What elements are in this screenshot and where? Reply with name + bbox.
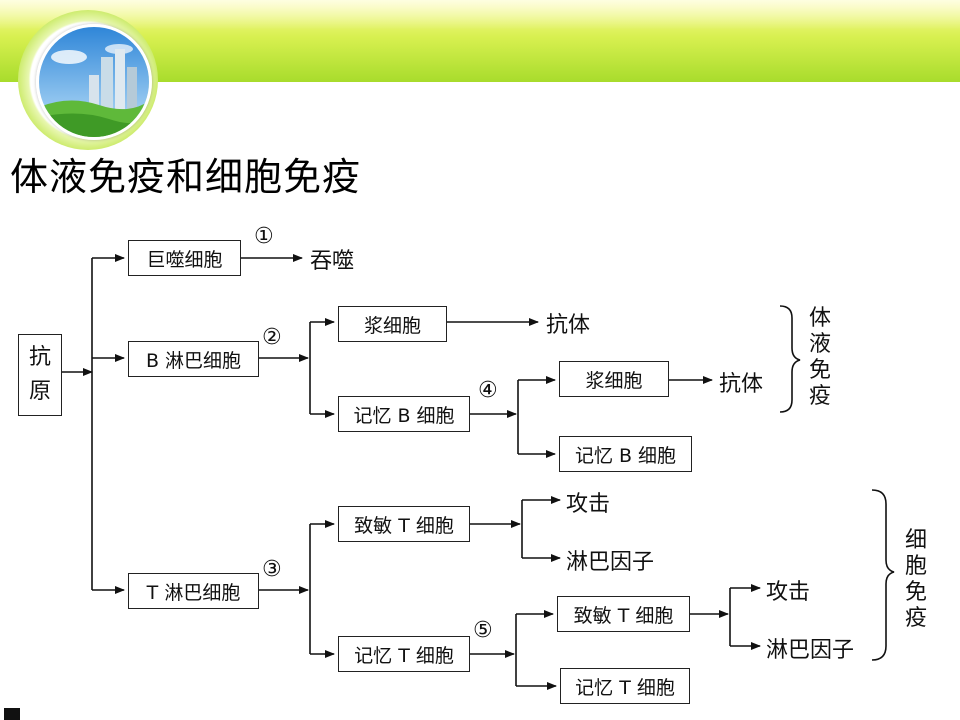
memory-t-cell-box-2: 记忆 T 细胞	[560, 668, 690, 704]
step-marker-3: ③	[262, 557, 282, 582]
macrophage-box: 巨噬细胞	[128, 240, 241, 276]
antigen-char-1: 抗	[28, 345, 51, 370]
header-band	[0, 0, 960, 82]
lymphokine-label-1: 淋巴因子	[566, 550, 655, 575]
attack-label-1: 攻击	[566, 492, 611, 517]
effector-t-cell-box-1: 致敏 T 细胞	[338, 506, 470, 542]
antibody-label-2: 抗体	[719, 372, 764, 397]
lymphokine-label-2: 淋巴因子	[766, 638, 855, 663]
b-lymphocyte-box: B 淋巴细胞	[128, 341, 259, 377]
slide-corner-mark	[4, 708, 20, 720]
memory-b-cell-box-2: 记忆 B 细胞	[559, 436, 692, 472]
step-marker-5: ⑤	[473, 618, 493, 643]
memory-b-cell-box-1: 记忆 B 细胞	[338, 396, 470, 432]
step-marker-4: ④	[478, 378, 498, 403]
t-lymphocyte-box: T 淋巴细胞	[128, 573, 259, 609]
plasma-cell-box-1: 浆细胞	[338, 306, 447, 342]
attack-label-2: 攻击	[766, 580, 811, 605]
antibody-label-1: 抗体	[546, 313, 591, 338]
cellular-brace	[871, 489, 895, 661]
header-shine	[0, 0, 960, 30]
humoral-immunity-label: 体液免疫	[808, 306, 831, 409]
step-marker-2: ②	[262, 325, 282, 350]
antigen-box: 抗 原	[18, 334, 62, 416]
plasma-cell-box-2: 浆细胞	[559, 361, 669, 397]
effector-t-cell-box-2: 致敏 T 细胞	[557, 596, 690, 632]
engulf-label: 吞噬	[310, 249, 355, 274]
humoral-brace	[779, 305, 801, 413]
landscape-logo	[36, 24, 152, 140]
page-title: 体液免疫和细胞免疫	[10, 155, 362, 199]
antigen-char-2: 原	[28, 379, 51, 404]
step-marker-1: ①	[254, 224, 274, 249]
cellular-immunity-label: 细胞免疫	[904, 528, 927, 631]
memory-t-cell-box-1: 记忆 T 细胞	[338, 636, 470, 672]
